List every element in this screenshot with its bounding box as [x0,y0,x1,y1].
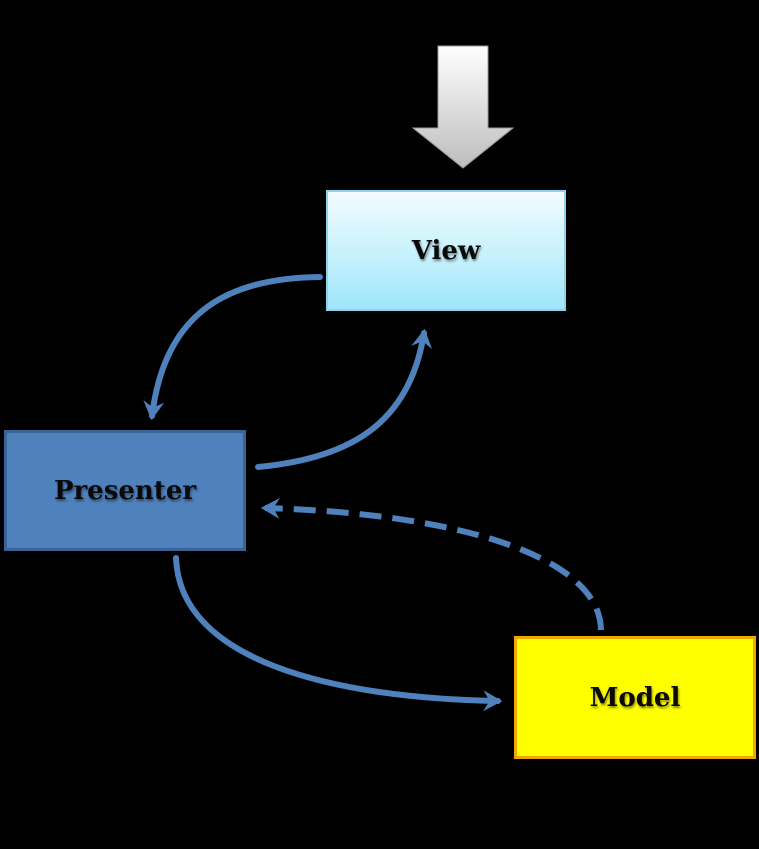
presenter-node: Presenter [4,430,246,551]
presenter-label: Presenter [53,475,197,506]
input-arrow [411,45,515,169]
edge-presenter-to-view [255,328,433,470]
view-node: View [326,190,566,311]
edge-presenter-to-model [173,555,503,712]
model-label: Model [589,682,681,713]
view-label: View [411,235,481,266]
model-node: Model [514,636,756,759]
edge-model-to-presenter [260,497,604,631]
edge-view-to-presenter [143,274,323,421]
